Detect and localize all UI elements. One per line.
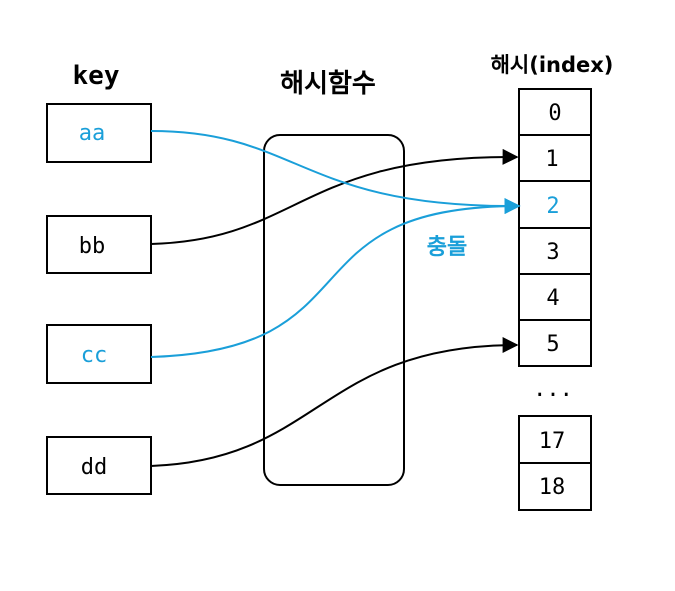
index-cell-1: 1 bbox=[545, 147, 558, 172]
key-label-aa: aa bbox=[79, 121, 106, 146]
key-label-cc: cc bbox=[81, 343, 108, 368]
key-box-dd: dd bbox=[46, 436, 152, 495]
index-cell-3: 3 bbox=[546, 240, 559, 265]
index-ellipsis: ... bbox=[533, 377, 573, 402]
key-label-bb: bb bbox=[79, 234, 106, 259]
index-column-tail: 17 18 bbox=[518, 415, 592, 511]
index-cell-5: 5 bbox=[546, 332, 559, 357]
hash-index-heading: 해시(index) bbox=[491, 53, 614, 77]
key-box-aa: aa bbox=[46, 103, 152, 163]
index-cell-0: 0 bbox=[548, 101, 561, 126]
mapping-arrow-bb-to-1 bbox=[150, 148, 519, 245]
collision-label: 충돌 bbox=[427, 235, 467, 260]
hash-function-box bbox=[263, 134, 405, 486]
key-heading: key bbox=[73, 61, 120, 91]
mapping-arrow-cc-to-2 bbox=[150, 198, 521, 358]
index-cell-18: 18 bbox=[539, 475, 566, 500]
index-cell-17: 17 bbox=[539, 429, 566, 454]
index-column: 0 1 2 3 4 5 bbox=[518, 88, 592, 367]
key-box-bb: bb bbox=[46, 215, 152, 274]
hash-function-heading: 해시함수 bbox=[280, 69, 376, 99]
mapping-arrow-aa-to-2 bbox=[150, 130, 521, 215]
index-cell-2: 2 bbox=[546, 194, 559, 219]
index-cell-4: 4 bbox=[546, 286, 559, 311]
mapping-arrow-dd-to-5 bbox=[150, 337, 519, 467]
key-label-dd: dd bbox=[81, 455, 108, 480]
key-box-cc: cc bbox=[46, 324, 152, 384]
